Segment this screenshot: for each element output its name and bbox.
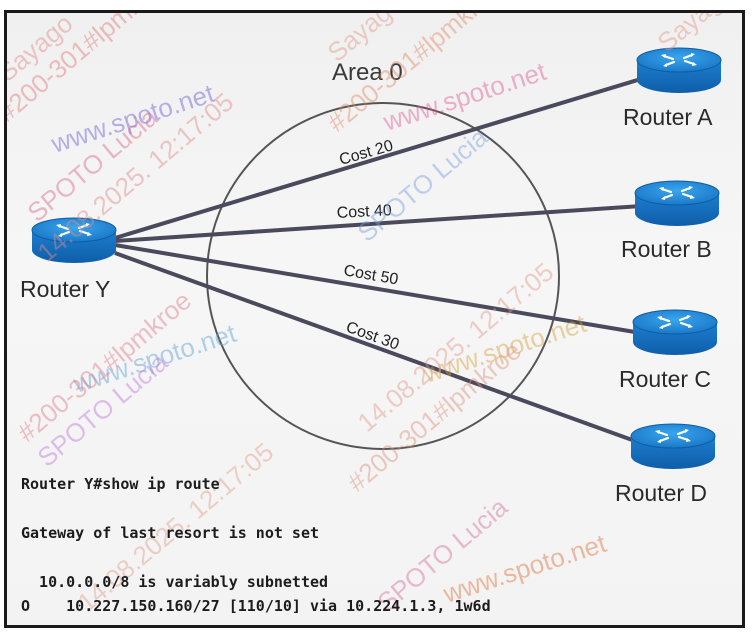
router-d-icon [629, 422, 717, 471]
router-a-icon [635, 46, 723, 95]
cli-gateway: Gateway of last resort is not set [21, 524, 320, 542]
topology-svg: Area 0 Router Y Router A Router B Router… [7, 13, 738, 618]
router-a-label: Router A [623, 104, 713, 130]
router-c-label: Router C [619, 366, 711, 392]
router-c-icon [631, 308, 719, 357]
area-label: Area 0 [332, 59, 403, 86]
cli-subnet-line: 10.0.0.0/8 is variably subnetted [21, 573, 329, 591]
link-y-d [114, 251, 636, 443]
link-y-c [114, 243, 642, 335]
router-b-icon [633, 179, 721, 228]
router-y-label: Router Y [20, 276, 110, 302]
link-y-b [114, 204, 642, 243]
link-y-a [114, 77, 642, 240]
area-0-circle [206, 102, 560, 450]
cost-label-d: Cost 30 [344, 319, 402, 354]
cli-command: Router Y#show ip route [21, 475, 220, 493]
network-diagram-frame: Area 0 Router Y Router A Router B Router… [4, 10, 745, 628]
cli-route-line: O 10.227.150.160/27 [110/10] via 10.224.… [21, 597, 491, 615]
router-b-label: Router B [621, 236, 712, 262]
watermark-name-2: SPOTO Lucia [352, 121, 494, 247]
router-d-label: Router D [615, 480, 707, 506]
cost-label-b: Cost 40 [336, 202, 392, 222]
